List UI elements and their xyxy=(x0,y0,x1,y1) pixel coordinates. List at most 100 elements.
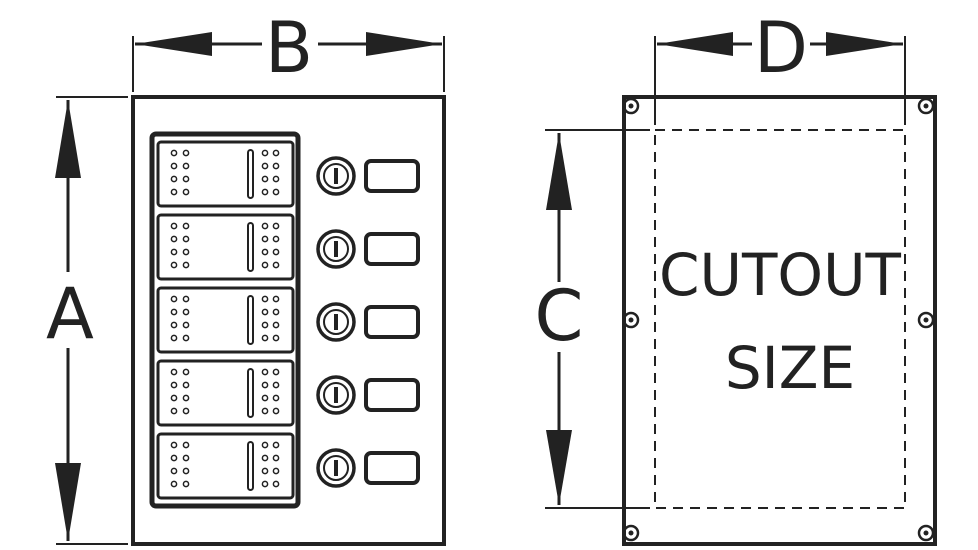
indicator-dot xyxy=(272,334,280,342)
breaker-knob xyxy=(316,229,356,269)
indicator-dot xyxy=(272,149,280,157)
indicator-dot xyxy=(182,308,190,316)
indicator-dot xyxy=(261,467,269,475)
cutout-label-line2: SIZE xyxy=(725,334,855,402)
indicator-dot xyxy=(272,188,280,196)
switch-row xyxy=(156,432,420,500)
breaker-knob-slot xyxy=(334,241,338,257)
dimension-a: A xyxy=(46,96,128,545)
indicator-dot xyxy=(170,321,178,329)
indicator-dot xyxy=(170,467,178,475)
indicator-dot xyxy=(182,295,190,303)
indicator-dot xyxy=(261,261,269,269)
indicator-dot xyxy=(261,381,269,389)
indicator-dot xyxy=(261,407,269,415)
indicator-dot xyxy=(182,162,190,170)
dimension-b: B xyxy=(132,7,445,92)
indicator-dot xyxy=(261,480,269,488)
indicator-dot xyxy=(170,454,178,462)
indicator-dot xyxy=(182,407,190,415)
switch-panel xyxy=(131,95,446,546)
rocker-switch xyxy=(156,213,295,281)
label-plate xyxy=(364,159,420,193)
indicator-dot xyxy=(272,454,280,462)
indicator-dot xyxy=(272,261,280,269)
rocker-switch xyxy=(156,140,295,208)
indicator-dot xyxy=(182,235,190,243)
indicator-dot xyxy=(170,308,178,316)
indicator-dot xyxy=(182,334,190,342)
indicator-dot xyxy=(272,295,280,303)
indicator-dot xyxy=(261,175,269,183)
breaker-knob xyxy=(316,375,356,415)
breaker-knob-inner xyxy=(323,236,349,262)
rocker-switch xyxy=(156,359,295,427)
switch-row xyxy=(156,213,420,281)
dimension-c: C xyxy=(535,129,650,509)
indicator-dot xyxy=(182,149,190,157)
indicator-dot xyxy=(261,162,269,170)
breaker-knob-inner xyxy=(323,163,349,189)
indicator-dot xyxy=(170,162,178,170)
indicator-dot xyxy=(272,368,280,376)
indicator-dot xyxy=(261,454,269,462)
indicator-dot xyxy=(182,368,190,376)
screw-hole-middle-left xyxy=(622,311,640,329)
cutout-label-line1: CUTOUT xyxy=(659,241,901,309)
indicator-dot xyxy=(170,235,178,243)
indicator-dot xyxy=(272,394,280,402)
label-plate xyxy=(364,305,420,339)
indicator-dot xyxy=(170,188,178,196)
indicator-dot xyxy=(182,188,190,196)
indicator-dot xyxy=(170,261,178,269)
indicator-dot xyxy=(170,248,178,256)
indicator-dot xyxy=(182,261,190,269)
indicator-dot xyxy=(182,381,190,389)
indicator-dot xyxy=(182,394,190,402)
indicator-dot xyxy=(261,235,269,243)
indicator-dot xyxy=(272,248,280,256)
indicator-dot xyxy=(261,308,269,316)
indicator-dot xyxy=(272,222,280,230)
switch-row xyxy=(156,359,420,427)
indicator-dot xyxy=(261,248,269,256)
breaker-knob-slot xyxy=(334,387,338,403)
indicator-dot xyxy=(261,188,269,196)
breaker-knob xyxy=(316,156,356,196)
switch-slot xyxy=(247,149,254,199)
switch-slot xyxy=(247,368,254,418)
indicator-dot xyxy=(272,235,280,243)
indicator-dot xyxy=(261,149,269,157)
indicator-dot xyxy=(261,394,269,402)
screw-hole-bottom-left xyxy=(622,524,640,542)
label-plate xyxy=(364,378,420,412)
indicator-dot xyxy=(261,334,269,342)
breaker-knob-slot xyxy=(334,168,338,184)
indicator-dot xyxy=(170,149,178,157)
breaker-knob-inner xyxy=(323,455,349,481)
indicator-dot xyxy=(272,321,280,329)
indicator-dot xyxy=(182,480,190,488)
indicator-dot xyxy=(170,222,178,230)
breaker-knob-slot xyxy=(334,314,338,330)
rocker-switch xyxy=(156,432,295,500)
screw-hole-bottom-right xyxy=(917,524,935,542)
breaker-knob xyxy=(316,302,356,342)
indicator-dot xyxy=(170,175,178,183)
indicator-dot xyxy=(272,308,280,316)
indicator-dot xyxy=(261,368,269,376)
switch-slot xyxy=(247,441,254,491)
dimension-c-label: C xyxy=(535,275,584,357)
indicator-dot xyxy=(261,441,269,449)
indicator-dot xyxy=(182,248,190,256)
screw-hole-top-left xyxy=(622,97,640,115)
label-plate xyxy=(364,232,420,266)
indicator-dot xyxy=(272,175,280,183)
dimension-d-label: D xyxy=(754,7,808,89)
rocker-switch xyxy=(156,286,295,354)
screw-hole-middle-right xyxy=(917,311,935,329)
switch-slot xyxy=(247,295,254,345)
switch-row xyxy=(156,140,420,208)
dimension-a-label: A xyxy=(46,273,94,355)
